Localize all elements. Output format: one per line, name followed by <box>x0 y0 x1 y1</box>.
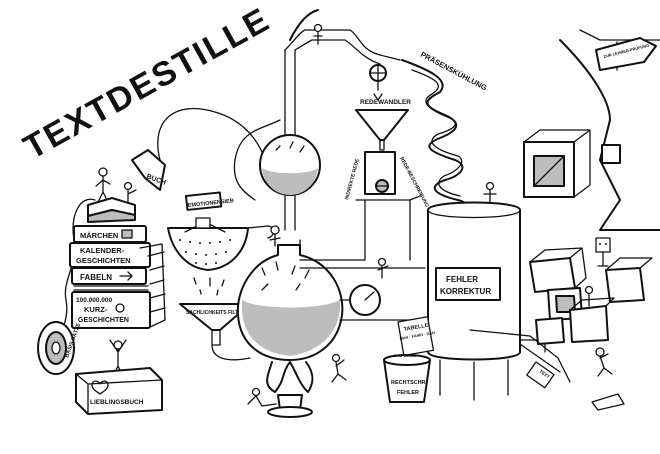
upper-flask <box>233 9 321 231</box>
table-and-bucket: TABELLE MAN · FÄHIG · DAN UND BEIDE RECH… <box>383 316 435 403</box>
book-kurzgeschichten <box>71 291 151 329</box>
label-fehler-1: FEHLER <box>446 275 478 284</box>
main-flask <box>236 225 421 418</box>
label-rechtschreib-2: FEHLER <box>397 390 419 396</box>
label-fehler-2: KORREKTUR <box>440 287 491 296</box>
label-redewandler: REDEWANDLER <box>360 99 411 106</box>
label-maerchen: MÄRCHEN <box>80 231 118 240</box>
label-lieblingsbuch: LIEBLINGSBUCH <box>90 399 144 406</box>
text-paper <box>526 361 555 389</box>
emotion-sieve: EMOTIONENSIEB <box>157 107 274 296</box>
book-lieblingsbuch <box>75 367 163 415</box>
book-stack: BUCH MÄRCHEN KALENDER- GESCHICHTEN FABEL… <box>37 149 167 415</box>
label-fabeln: FABELN <box>80 273 112 282</box>
error-correction-tank: FEHLER KORREKTUR <box>427 201 546 401</box>
label-kalender-2: GESCHICHTEN <box>76 256 131 265</box>
funnel <box>355 109 409 141</box>
heart-icon <box>91 380 109 395</box>
label-kurz-num: 100.000.000 <box>76 297 113 304</box>
label-zettel: TEXT <box>538 369 550 380</box>
label-rechtschreib-1: RECHTSCHR. <box>391 380 428 386</box>
cube-machine: TEXT <box>469 29 660 411</box>
speech-converter: REDEWANDLER INDIREKTE REDE REDE-BESCHREI… <box>299 99 430 279</box>
label-indirekte-rede: INDIREKTE REDE <box>344 158 361 201</box>
cube-robot-icon <box>595 237 611 253</box>
label-kalender-1: KALENDER- <box>80 246 125 255</box>
label-kurz-2: GESCHICHTEN <box>78 317 129 324</box>
open-book <box>131 149 166 191</box>
sieve <box>167 227 249 271</box>
label-tabelle: TABELLE <box>403 323 429 333</box>
label-kurz-1: KURZ- <box>84 305 108 314</box>
label-sachlichkeitsfilter: SACHLICHKEITS FILTER <box>186 310 245 316</box>
person-icon <box>123 181 133 191</box>
tabelle-paper <box>397 316 435 357</box>
label-box-fehlerkorrektur <box>435 267 501 301</box>
label-und-beide: UND BEIDE <box>394 353 416 358</box>
arrow-icon <box>119 271 133 281</box>
objectivity-filter: SACHLICHKEITS FILTER <box>179 303 251 361</box>
signpost: ZUR LEHRER-PRÜFUNG <box>595 37 657 71</box>
person-icon <box>98 167 108 177</box>
label-tabelle-sub: MAN · FÄHIG · DAN <box>399 331 435 341</box>
diagram-title: TEXTDESTILLE <box>17 0 276 167</box>
label-emotionensieb: EMOTIONENSIEB <box>188 198 235 209</box>
flame <box>266 361 314 393</box>
cooling-spiral <box>401 59 470 217</box>
label-redebeschreibung: REDE-BESCHREIBUNG <box>398 156 430 208</box>
